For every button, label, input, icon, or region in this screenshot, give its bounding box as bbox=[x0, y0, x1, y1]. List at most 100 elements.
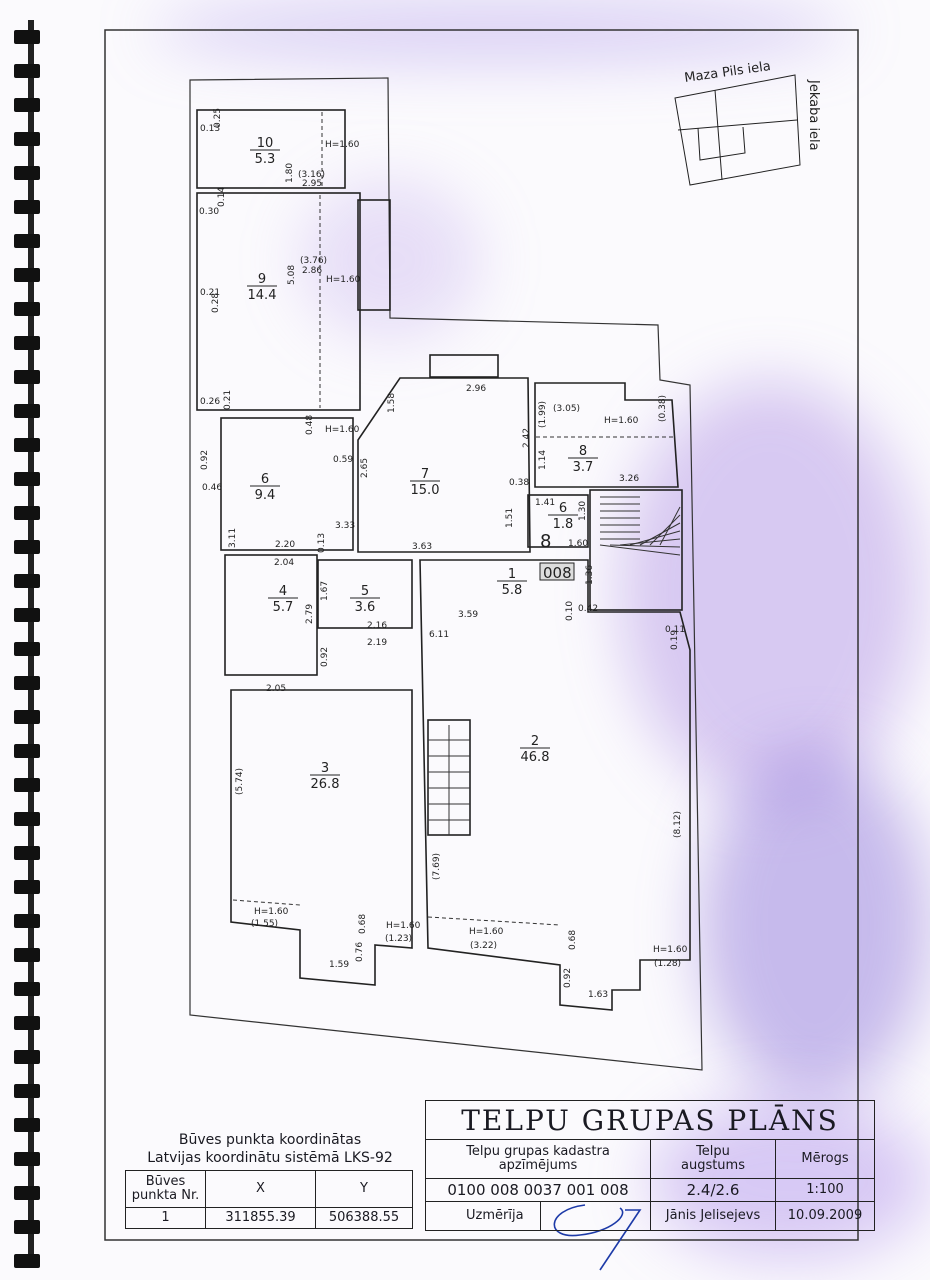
room-area: 5.8 bbox=[502, 583, 523, 598]
dimension-label: 1.63 bbox=[588, 990, 608, 1000]
binding-ring bbox=[14, 30, 40, 44]
binding-ring bbox=[14, 472, 40, 486]
room-label: 715.0 bbox=[410, 467, 440, 498]
coord-nr: 1 bbox=[125, 1207, 206, 1229]
dimension-label: 6.11 bbox=[429, 630, 449, 640]
binding-ring bbox=[14, 1050, 40, 1064]
binding-ring bbox=[14, 642, 40, 656]
binding-ring bbox=[14, 336, 40, 350]
scale-label: Mērogs bbox=[775, 1139, 875, 1179]
binding-ring bbox=[14, 540, 40, 554]
dimension-label: 3.33 bbox=[335, 521, 355, 531]
room-area: 3.6 bbox=[355, 600, 376, 615]
binding-ring bbox=[14, 846, 40, 860]
room-number: 3 bbox=[321, 761, 329, 776]
dimension-label: 2.86 bbox=[302, 266, 322, 276]
room-area: 9.4 bbox=[255, 488, 276, 503]
room-label: 61.8 bbox=[548, 501, 578, 532]
room-label: 105.3 bbox=[250, 136, 280, 167]
binding-ring bbox=[14, 438, 40, 452]
dimension-label: 2.95 bbox=[302, 179, 322, 189]
group-code: 008 bbox=[543, 564, 572, 582]
dimension-label: 2.20 bbox=[275, 540, 295, 550]
room-6-outline bbox=[220, 417, 354, 551]
room-number: 4 bbox=[279, 584, 287, 599]
room-6b-outline bbox=[527, 494, 589, 548]
binding-ring bbox=[14, 268, 40, 282]
dimension-label: 0.14 bbox=[217, 187, 227, 207]
binding-ring bbox=[14, 574, 40, 588]
room-10-outline bbox=[196, 109, 346, 189]
dimension-label: 0.59 bbox=[333, 455, 353, 465]
room-label: 914.4 bbox=[247, 272, 277, 303]
measured-by-label: Uzmērīja bbox=[425, 1201, 541, 1231]
room-number: 2 bbox=[531, 734, 539, 749]
dimension-label: 1.51 bbox=[505, 508, 515, 528]
staircase-outline bbox=[589, 489, 683, 611]
dimension-label: H=1.60 bbox=[254, 907, 289, 917]
survey-date: 10.09.2009 bbox=[775, 1201, 875, 1231]
room-4-outline bbox=[224, 554, 318, 676]
binding-ring bbox=[14, 234, 40, 248]
dimension-label: 0.28 bbox=[211, 293, 221, 313]
room-number: 5 bbox=[361, 584, 369, 599]
binding-ring bbox=[14, 1254, 40, 1268]
height-value: 2.4/2.6 bbox=[650, 1178, 776, 1202]
binding-ring bbox=[14, 370, 40, 384]
binding-ring bbox=[14, 948, 40, 962]
dimension-label: 0.92 bbox=[200, 450, 210, 470]
dimension-label: (1.28) bbox=[654, 959, 681, 969]
room-8-outline bbox=[534, 382, 679, 488]
binding-ring bbox=[14, 64, 40, 78]
room-number: 6 bbox=[559, 501, 567, 516]
col-header-x: X bbox=[205, 1170, 316, 1208]
coord-x: 311855.39 bbox=[205, 1207, 316, 1229]
dimension-label: (1.55) bbox=[251, 919, 278, 929]
room-number: 8 bbox=[579, 444, 587, 459]
binding-ring bbox=[14, 778, 40, 792]
signature bbox=[553, 1204, 642, 1271]
room-area: 5.7 bbox=[273, 600, 294, 615]
dimension-label: 1.30 bbox=[578, 501, 588, 521]
dimension-label: 0.38 bbox=[509, 478, 529, 488]
room-label: 15.8 bbox=[497, 567, 527, 598]
dimension-label: 0.92 bbox=[320, 647, 330, 667]
dimension-label: 1.60 bbox=[568, 539, 588, 549]
dimension-label: 1.59 bbox=[329, 960, 349, 970]
dimension-label: (3.16) bbox=[298, 170, 325, 180]
binding-ring bbox=[14, 676, 40, 690]
group-floor-number: 8 bbox=[540, 531, 551, 552]
binding-ring bbox=[14, 1220, 40, 1234]
dimension-label: 0.30 bbox=[199, 207, 219, 217]
room-label: 53.6 bbox=[350, 584, 380, 615]
binding-ring bbox=[14, 812, 40, 826]
dimension-label: 3.11 bbox=[228, 528, 238, 548]
street-label-right: Jekaba iela bbox=[806, 79, 821, 151]
dimension-label: 0.21 bbox=[223, 390, 233, 410]
col-header-nr: Būves punkta Nr. bbox=[125, 1170, 206, 1208]
binding-ring bbox=[14, 1084, 40, 1098]
binding-ring bbox=[14, 98, 40, 112]
binding-ring bbox=[14, 404, 40, 418]
dimension-label: 0.13 bbox=[200, 124, 220, 134]
room-label: 45.7 bbox=[268, 584, 298, 615]
document-title: TELPU GRUPAS PLĀNS bbox=[425, 1100, 875, 1140]
dimension-label: 0.26 bbox=[200, 397, 220, 407]
dimension-label: 5.08 bbox=[287, 265, 297, 285]
binding-ring bbox=[14, 200, 40, 214]
room-area: 15.0 bbox=[411, 483, 440, 498]
dimension-label: (1.23) bbox=[385, 934, 412, 944]
dimension-label: H=1.60 bbox=[326, 275, 361, 285]
window-bay bbox=[357, 199, 391, 311]
room-label: 326.8 bbox=[310, 761, 340, 792]
dimension-label: 2.19 bbox=[367, 638, 387, 648]
dimension-label: 1.67 bbox=[320, 581, 330, 601]
room-number: 6 bbox=[261, 472, 269, 487]
dimension-label: 1.14 bbox=[538, 450, 548, 470]
binding-ring bbox=[14, 132, 40, 146]
dimension-label: H=1.60 bbox=[325, 140, 360, 150]
group-code-box bbox=[539, 562, 575, 581]
binding-ring bbox=[14, 1118, 40, 1132]
locator-map bbox=[674, 74, 801, 186]
dimension-label: 0.21 bbox=[200, 288, 220, 298]
